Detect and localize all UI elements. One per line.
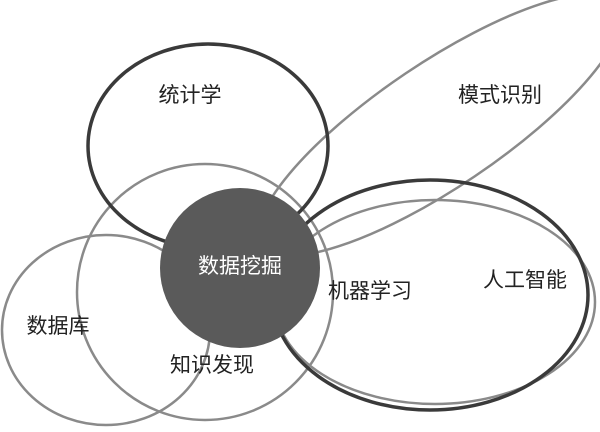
knowledge-discovery-circle <box>75 162 335 422</box>
pattern-recognition-label: 模式识别 <box>458 83 542 107</box>
machine-learning-ellipse <box>270 178 590 412</box>
data-mining-label: 数据挖掘 <box>198 254 282 278</box>
machine-learning-label: 机器学习 <box>328 279 412 303</box>
database-label: 数据库 <box>27 314 90 338</box>
knowledge-discovery-label: 知识发现 <box>170 353 254 377</box>
statistics-label: 统计学 <box>159 83 222 107</box>
artificial-intelligence-label: 人工智能 <box>483 268 567 292</box>
data-mining-core <box>160 188 320 348</box>
